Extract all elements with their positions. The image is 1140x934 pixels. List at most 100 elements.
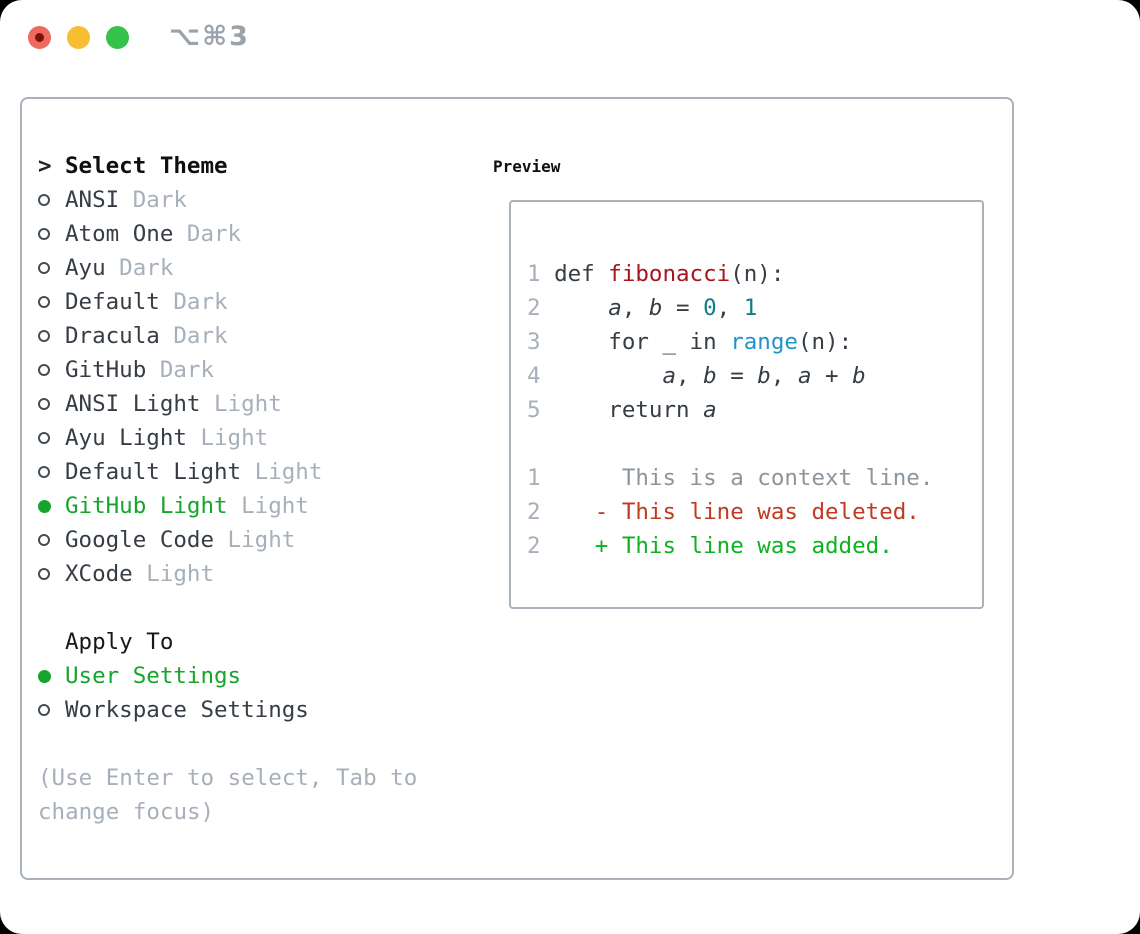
theme-label: ANSI bbox=[65, 187, 120, 213]
code-segment: a bbox=[662, 363, 677, 389]
code-line: 2 a, b = 0, 1 bbox=[527, 291, 974, 325]
theme-option-github[interactable]: GitHub Dark bbox=[38, 353, 322, 387]
code-segment: , bbox=[676, 363, 704, 389]
preview-title-row: Preview bbox=[493, 149, 560, 183]
code-segment bbox=[541, 295, 609, 321]
hint-line: change focus) bbox=[38, 799, 215, 825]
theme-option-xcode[interactable]: XCode Light bbox=[38, 557, 322, 591]
prompt-icon: > bbox=[38, 153, 52, 179]
code-segment: , bbox=[770, 363, 798, 389]
theme-option-atom-one[interactable]: Atom One Dark bbox=[38, 217, 322, 251]
radio-selected-icon bbox=[38, 669, 65, 683]
theme-label: ANSI Light bbox=[65, 391, 201, 417]
theme-label: Atom One bbox=[65, 221, 174, 247]
close-button[interactable] bbox=[28, 25, 51, 49]
select-theme-header: Select Theme bbox=[65, 153, 228, 179]
line-number: 2 bbox=[527, 295, 541, 321]
minimize-button[interactable] bbox=[67, 25, 90, 49]
radio-icon bbox=[38, 296, 65, 308]
apply-label: User Settings bbox=[65, 663, 242, 689]
theme-label: XCode bbox=[65, 561, 133, 587]
apply-to-header: Apply To bbox=[65, 629, 174, 655]
radio-selected-icon bbox=[38, 499, 65, 513]
theme-option-ansi-light[interactable]: ANSI Light Light bbox=[38, 387, 322, 421]
theme-variant: Light bbox=[186, 425, 269, 451]
theme-variant: Light bbox=[227, 493, 309, 519]
window-shortcut-label: ⌥⌘3 bbox=[169, 21, 250, 52]
code-segment: , bbox=[716, 295, 744, 321]
line-number: 3 bbox=[527, 329, 541, 355]
apply-option-workspace-settings[interactable]: Workspace Settings bbox=[38, 693, 309, 727]
code-line: 2 + This line was added. bbox=[527, 529, 974, 563]
code-segment: 0 bbox=[703, 295, 717, 321]
theme-label: Ayu bbox=[65, 255, 106, 281]
theme-option-default[interactable]: Default Dark bbox=[38, 285, 322, 319]
code-segment: + bbox=[811, 363, 853, 389]
code-segment: b bbox=[757, 363, 771, 389]
code-line: 4 a, b = b, a + b bbox=[527, 359, 974, 393]
code-segment: - This line was deleted. bbox=[540, 499, 920, 525]
theme-variant: Light bbox=[241, 459, 323, 485]
code-line: 1 def fibonacci(n): bbox=[527, 257, 974, 291]
code-segment: This is a context line. bbox=[540, 465, 934, 491]
theme-variant: Dark bbox=[159, 289, 228, 315]
radio-icon bbox=[38, 398, 65, 410]
theme-option-ayu[interactable]: Ayu Dark bbox=[38, 251, 322, 285]
theme-option-ansi[interactable]: ANSI Dark bbox=[38, 183, 322, 217]
radio-icon bbox=[38, 432, 65, 444]
apply-option-user-settings[interactable]: User Settings bbox=[38, 659, 309, 693]
theme-label: Default Light bbox=[65, 459, 242, 485]
code-segment: + This line was added. bbox=[540, 533, 893, 559]
radio-icon bbox=[38, 330, 65, 342]
line-number: 5 bbox=[527, 397, 541, 423]
code-segment: range bbox=[730, 329, 798, 355]
theme-variant: Dark bbox=[173, 221, 242, 247]
theme-label: Default bbox=[65, 289, 160, 315]
help-hint: (Use Enter to select, Tab to change focus… bbox=[38, 761, 417, 829]
line-number: 1 bbox=[527, 261, 541, 287]
theme-variant: Light bbox=[200, 391, 282, 417]
code-line: 2 - This line was deleted. bbox=[527, 495, 974, 529]
line-number: 2 bbox=[527, 499, 541, 525]
code-line: 1 This is a context line. bbox=[527, 461, 974, 495]
zoom-button[interactable] bbox=[106, 25, 129, 49]
apply-to-header-row: Apply To bbox=[38, 625, 309, 659]
radio-icon bbox=[38, 364, 65, 376]
code-segment: (n): bbox=[730, 261, 785, 287]
theme-label: GitHub Light bbox=[65, 493, 228, 519]
radio-icon bbox=[38, 466, 65, 478]
theme-variant: Dark bbox=[105, 255, 174, 281]
radio-icon bbox=[38, 534, 65, 546]
code-segment: = bbox=[662, 295, 704, 321]
code-segment: 1 bbox=[743, 295, 758, 321]
radio-icon bbox=[38, 228, 65, 240]
radio-icon bbox=[38, 262, 65, 274]
code-segment: return bbox=[540, 397, 704, 423]
theme-variant: Dark bbox=[159, 323, 228, 349]
code-segment: a bbox=[608, 295, 622, 321]
code-line bbox=[527, 427, 974, 461]
theme-option-dracula[interactable]: Dracula Dark bbox=[38, 319, 322, 353]
hint-line: (Use Enter to select, Tab to bbox=[38, 765, 418, 791]
code-segment: fibonacci bbox=[608, 261, 731, 287]
theme-option-google-code[interactable]: Google Code Light bbox=[38, 523, 322, 557]
theme-option-default-light[interactable]: Default Light Light bbox=[38, 455, 322, 489]
line-number: 4 bbox=[527, 363, 541, 389]
theme-label: Ayu Light bbox=[65, 425, 187, 451]
theme-option-ayu-light[interactable]: Ayu Light Light bbox=[38, 421, 322, 455]
code-segment: b bbox=[703, 363, 717, 389]
theme-label: Google Code bbox=[65, 527, 215, 553]
code-segment: def bbox=[540, 261, 609, 287]
theme-variant: Dark bbox=[146, 357, 215, 383]
theme-variant: Light bbox=[214, 527, 296, 553]
theme-option-github-light[interactable]: GitHub Light Light bbox=[38, 489, 322, 523]
radio-icon bbox=[38, 704, 65, 716]
line-number: 1 bbox=[527, 465, 541, 491]
